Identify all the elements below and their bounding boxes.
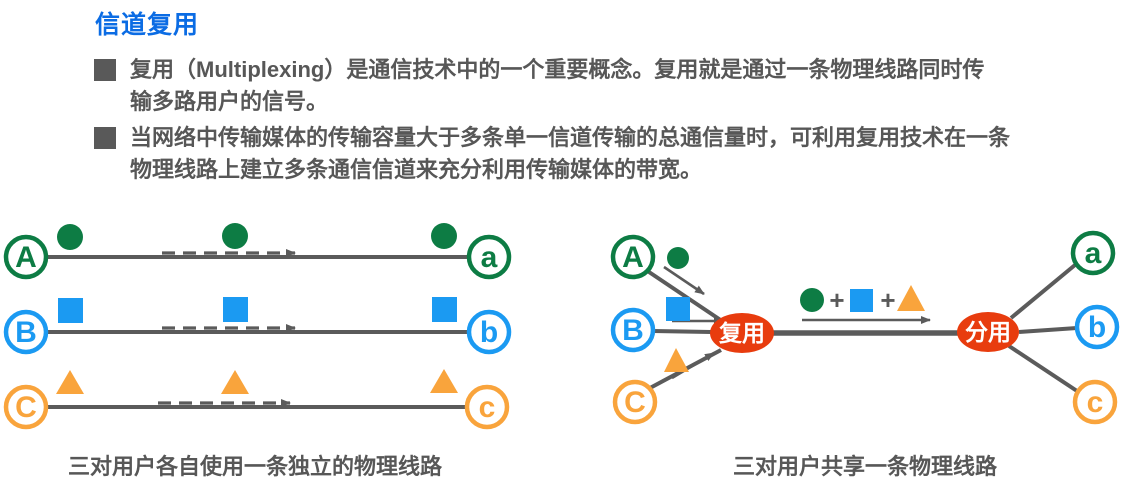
green-circle-signal-icon [667,247,689,269]
node-receiver-c: c [464,384,510,430]
plus-sign: + [880,285,895,315]
page-title: 信道复用 [95,11,200,39]
multiplexing-diagram: + + 复用 分用 A B C [610,230,1120,425]
svg-text:c: c [479,391,496,424]
svg-text:c: c [1087,386,1104,419]
blue-square-signal-icon [432,297,457,322]
right-diagram-caption: 三对用户共享一条物理线路 [732,454,997,479]
blue-square-signal-icon [666,297,690,321]
line-demux-to-a [1009,263,1077,320]
bullet-square-icon [94,127,116,149]
bullet-1-line-2: 输多路用户的信号。 [130,89,329,114]
node-receiver-b: b [1074,304,1120,350]
demux-node: 分用 [957,312,1019,352]
green-circle-signal-icon [800,288,824,312]
plus-sign: + [829,285,844,315]
bullet-text-1: 复用（Multiplexing）是通信技术中的一个重要概念。复用就是通过一条物理… [130,54,984,118]
orange-triangle-signal-icon [56,370,84,394]
node-receiver-a: a [466,234,512,280]
orange-triangle-signal-icon [221,370,249,394]
mux-node: 复用 [710,313,774,353]
svg-text:复用: 复用 [718,320,765,346]
svg-text:a: a [481,241,498,274]
orange-triangle-signal-icon [430,369,458,393]
node-sender-B: B [610,307,656,353]
row-A: A a [3,223,512,280]
green-circle-signal-icon [431,223,457,249]
blue-square-signal-icon [58,298,83,323]
svg-text:C: C [624,386,646,419]
row-B: B b [3,297,512,355]
node-receiver-c: c [1072,379,1118,425]
green-circle-signal-icon [222,223,248,249]
arrow-C-icon [671,351,715,380]
svg-text:a: a [1085,237,1102,270]
bullet-square-icon [94,59,116,81]
line-B-to-mux [652,329,712,334]
green-circle-signal-icon [57,224,83,250]
svg-text:B: B [622,314,644,347]
svg-text:B: B [15,316,37,349]
node-receiver-b: b [466,309,512,355]
orange-triangle-signal-icon [897,285,925,311]
node-sender-A: A [610,234,656,280]
node-sender-B: B [3,309,49,355]
orange-triangle-signal-icon [664,348,689,372]
line-demux-to-c [1007,344,1079,393]
bullet-item-2: 当网络中传输媒体的传输容量大于多条单一信道传输的总通信量时，可利用复用技术在一条… [94,122,1010,186]
line-A-to-mux [644,268,724,323]
bullet-2-line-2: 物理线路上建立多条通信信道来充分利用传输媒体的带宽。 [130,157,703,182]
left-diagram-caption: 三对用户各自使用一条独立的物理线路 [67,454,442,479]
svg-text:b: b [480,316,498,349]
row-C: C c [3,369,510,430]
blue-square-signal-icon [223,297,248,322]
blue-square-signal-icon [850,289,873,312]
bullet-2-line-1: 当网络中传输媒体的传输容量大于多条单一信道传输的总通信量时，可利用复用技术在一条 [130,125,1011,150]
bullet-text-2: 当网络中传输媒体的传输容量大于多条单一信道传输的总通信量时，可利用复用技术在一条… [130,122,1010,186]
node-sender-C: C [3,384,49,430]
node-sender-C: C [612,379,658,425]
svg-text:C: C [15,391,37,424]
bullet-item-1: 复用（Multiplexing）是通信技术中的一个重要概念。复用就是通过一条物理… [94,54,984,118]
node-sender-A: A [3,234,49,280]
node-receiver-a: a [1070,230,1116,276]
svg-text:b: b [1088,311,1106,344]
independent-lines-diagram: A a B b [3,223,512,430]
bullet-1-line-1: 复用（Multiplexing）是通信技术中的一个重要概念。复用就是通过一条物理… [130,57,985,82]
arrow-A-icon [663,265,705,296]
svg-text:A: A [15,241,37,274]
svg-text:A: A [622,241,644,274]
trunk-signal-legend: + + [800,285,925,315]
svg-text:分用: 分用 [965,319,1011,345]
line-demux-to-b [1018,326,1078,334]
